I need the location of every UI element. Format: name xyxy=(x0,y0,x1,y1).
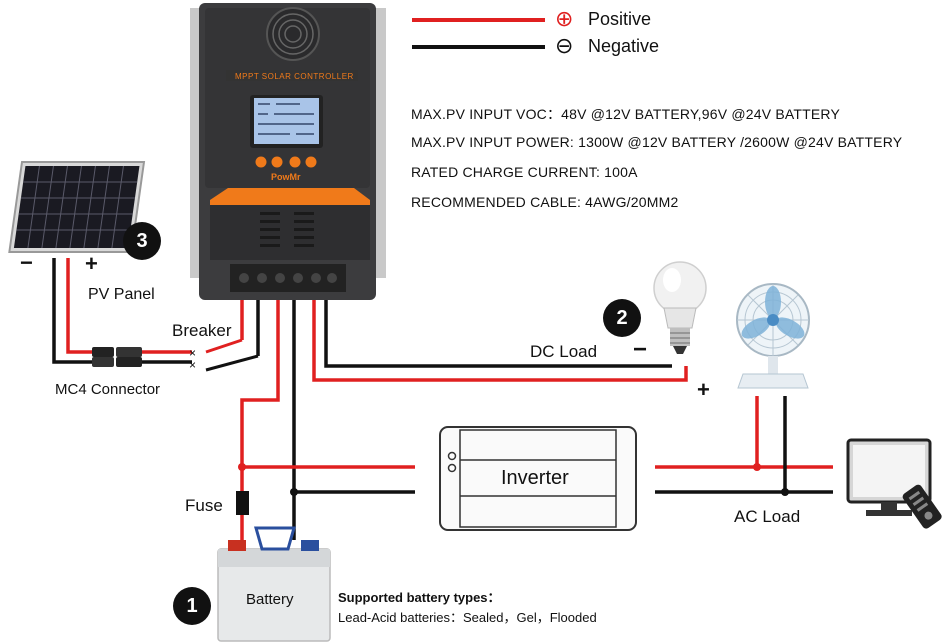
pv-panel-label: PV Panel xyxy=(88,286,155,303)
fuse-label: Fuse xyxy=(185,496,223,515)
badge-dc-load: 2 xyxy=(603,299,641,337)
pv-wires xyxy=(52,258,192,364)
breaker-symbol: × × xyxy=(189,338,259,372)
spec-rated-charge-current: RATED CHARGE CURRENT: 100A xyxy=(411,164,638,180)
breaker-label: Breaker xyxy=(172,321,232,340)
positive-symbol: ⊕ xyxy=(555,6,574,31)
dc-load-wires xyxy=(312,296,688,382)
badge-battery: 1 xyxy=(173,587,211,625)
negative-symbol: ⊖ xyxy=(555,33,574,58)
solar-panel xyxy=(8,161,146,253)
electric-fan xyxy=(736,283,810,389)
inverter-input-wires xyxy=(238,463,415,496)
svg-text:×: × xyxy=(189,358,196,372)
controller-title: MPPT SOLAR CONTROLLER xyxy=(235,72,354,81)
legend-positive-label: Positive xyxy=(588,9,652,29)
dc-minus-sign: − xyxy=(633,336,648,363)
inverter xyxy=(439,426,637,531)
controller-brand: PowMr xyxy=(271,172,301,182)
battery xyxy=(217,526,331,642)
battery-wires xyxy=(240,296,296,540)
light-bulb xyxy=(653,261,707,354)
battery-types-list: Lead-Acid batteries：Sealed，Gel，Flooded xyxy=(338,610,597,625)
battery-types-title: Supported battery types： xyxy=(338,590,501,605)
battery-label: Battery xyxy=(246,591,294,608)
breaker-controller-wires xyxy=(240,296,260,356)
spec-max-pv-power: MAX.PV INPUT POWER: 1300W @12V BATTERY /… xyxy=(411,134,903,150)
inverter-label: Inverter xyxy=(501,467,569,489)
television xyxy=(846,438,942,529)
svg-text:×: × xyxy=(189,346,196,360)
pv-minus-sign: − xyxy=(20,250,33,275)
ac-load-label: AC Load xyxy=(734,507,801,526)
dc-plus-sign: + xyxy=(697,377,710,402)
dc-load-label: DC Load xyxy=(530,342,598,361)
mppt-controller xyxy=(190,3,386,300)
fuse-symbol xyxy=(236,491,249,515)
ac-load-wires xyxy=(655,396,833,496)
mc4-connector-label: MC4 Connector xyxy=(55,381,161,398)
pv-plus-sign: + xyxy=(85,251,98,276)
badge-pv-panel: 3 xyxy=(123,222,161,260)
spec-recommended-cable: RECOMMENDED CABLE: 4AWG/20MM2 xyxy=(411,194,679,210)
spec-max-pv-voc: MAX.PV INPUT VOC：48V @12V BATTERY,96V @2… xyxy=(411,106,841,122)
mc4-connectors xyxy=(92,347,142,367)
legend-negative-label: Negative xyxy=(588,36,660,56)
